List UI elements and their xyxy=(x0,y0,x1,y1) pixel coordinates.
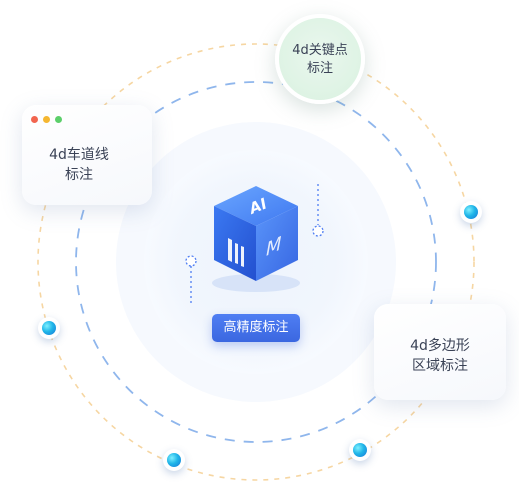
orbit-node-right xyxy=(460,201,482,223)
card-lane-line1: 4d车道线 xyxy=(49,147,109,163)
card-keypoint-line1: 4d关键点 xyxy=(292,43,348,58)
outer-ring xyxy=(37,43,475,481)
card-polygon-line2: 区域标注 xyxy=(412,358,468,374)
ai-cube: AI M xyxy=(212,186,300,292)
card-keypoint-line2: 标注 xyxy=(306,61,333,76)
card-lane-line2: 标注 xyxy=(65,167,93,183)
window-dots xyxy=(31,116,62,123)
connector-right xyxy=(312,184,324,237)
window-dot-yellow xyxy=(43,116,50,123)
card-polygon-annotation: 4d多边形 区域标注 xyxy=(374,304,506,400)
card-lane-annotation: 4d车道线 标注 xyxy=(22,105,152,205)
orbit-node-bottom-left xyxy=(163,449,185,471)
connector-left xyxy=(185,255,197,306)
card-lane-text: 4d车道线 标注 xyxy=(14,145,144,185)
card-polygon-line1: 4d多边形 xyxy=(410,338,470,354)
inner-ring xyxy=(75,81,437,443)
center-label: 高精度标注 xyxy=(212,314,300,342)
orbit-node-bottom-right xyxy=(349,439,371,461)
window-dot-green xyxy=(55,116,62,123)
window-dot-red xyxy=(31,116,38,123)
cube-side-text: M xyxy=(266,233,282,261)
card-keypoint-annotation: 4d关键点 标注 xyxy=(275,14,365,104)
cube-top-text: AI xyxy=(246,194,270,218)
orbit-node-left xyxy=(38,317,60,339)
